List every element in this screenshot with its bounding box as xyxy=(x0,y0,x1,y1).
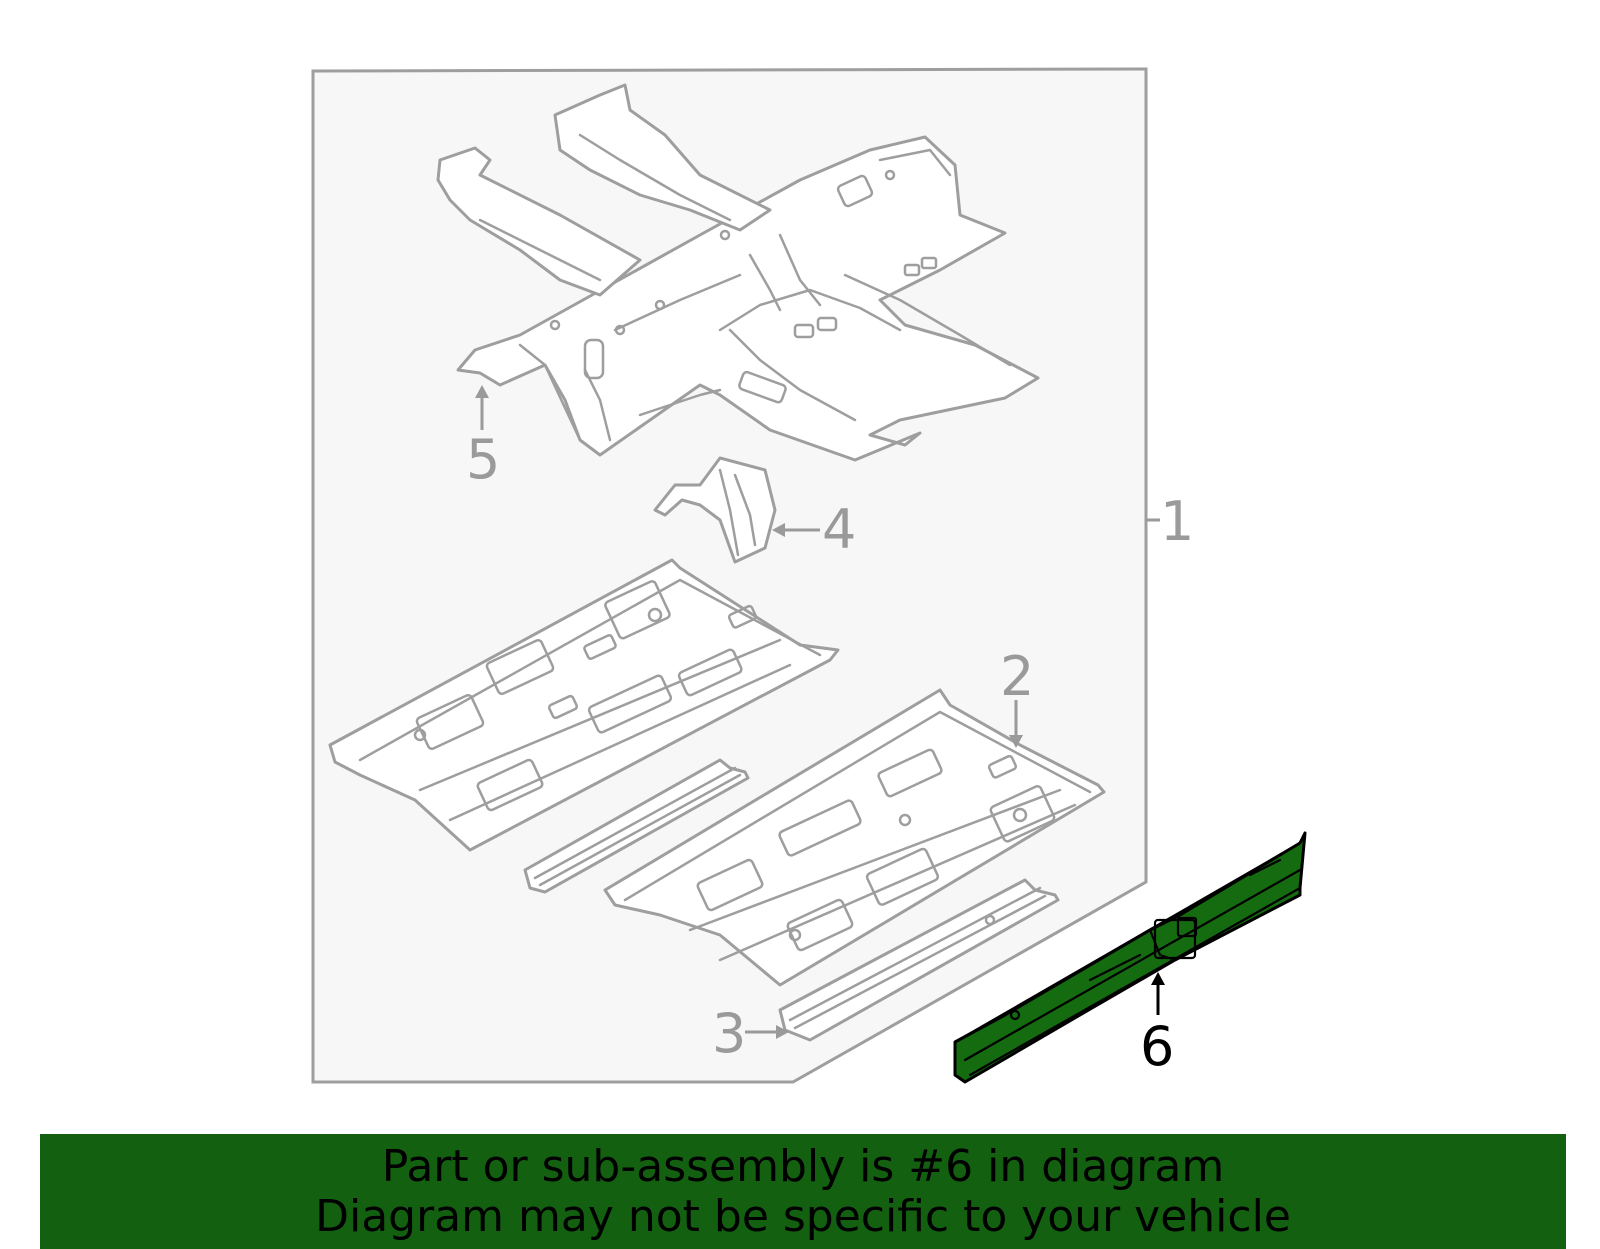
callout-3: 3 xyxy=(712,1002,746,1065)
banner-line-2: Diagram may not be specific to your vehi… xyxy=(315,1191,1291,1242)
callout-2: 2 xyxy=(1000,645,1034,708)
notice-banner: Part or sub-assembly is #6 in diagram Di… xyxy=(40,1134,1566,1249)
part-3-sill-rail[interactable] xyxy=(778,878,1060,1042)
banner-line-1: Part or sub-assembly is #6 in diagram xyxy=(381,1141,1225,1192)
part-left-sill-rail[interactable] xyxy=(523,758,750,894)
leader-lines xyxy=(475,385,1165,1039)
part-2-floor-pan[interactable] xyxy=(603,688,1106,987)
callout-6: 6 xyxy=(1140,1015,1174,1078)
callout-1: 1 xyxy=(1160,490,1194,553)
part-5-floor-crossmember-assembly[interactable] xyxy=(436,83,1040,462)
part-6-highlighted-side-member[interactable] xyxy=(953,831,1307,1084)
callout-4: 4 xyxy=(822,498,856,561)
part-4-floor-bracket[interactable] xyxy=(653,456,777,564)
callout-5: 5 xyxy=(466,428,500,491)
part-front-floor-pan[interactable] xyxy=(328,558,840,852)
